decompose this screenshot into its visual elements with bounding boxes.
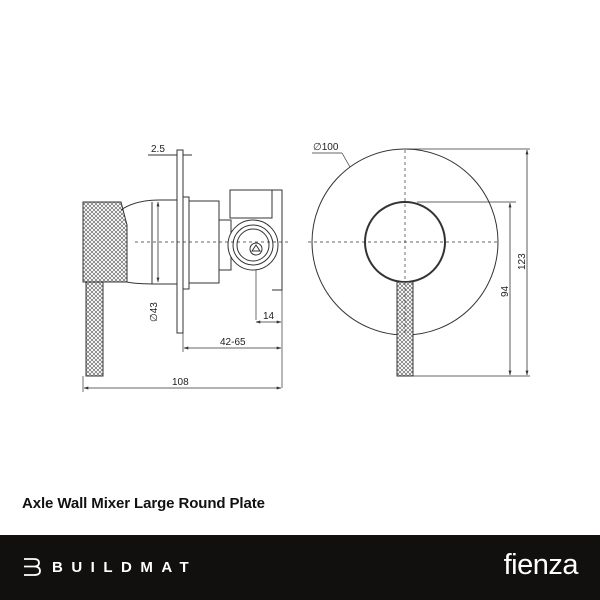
buildmat-logo: BUILDMAT (22, 557, 197, 577)
dim-overall-height: 123 (517, 253, 528, 270)
dim-plate-thickness: 2.5 (151, 144, 165, 155)
dim-wall-depth: 42-65 (220, 337, 246, 348)
dim-valve-offset: 14 (263, 311, 275, 322)
dim-overall-depth: 108 (172, 377, 189, 388)
side-view (82, 149, 290, 392)
buildmat-wordmark: BUILDMAT (52, 558, 198, 576)
wall-plate (176, 149, 184, 334)
buildmat-b-icon (24, 558, 41, 576)
product-title: Axle Wall Mixer Large Round Plate (22, 495, 265, 512)
fienza-logo: fienza (503, 549, 579, 581)
valve-spindle (249, 242, 263, 256)
handle-lever (85, 281, 104, 377)
technical-drawing: 2.5 ∅43 14 42-65 108 ∅100 94 123 (82, 142, 530, 392)
footer-bar: BUILDMAT fienza (0, 535, 600, 600)
handle-head (82, 201, 128, 283)
dim-body-diameter: ∅43 (149, 302, 160, 322)
dim-plate-diameter: ∅100 (313, 142, 339, 153)
dim-handle-drop: 94 (500, 285, 511, 297)
front-view (308, 148, 530, 377)
